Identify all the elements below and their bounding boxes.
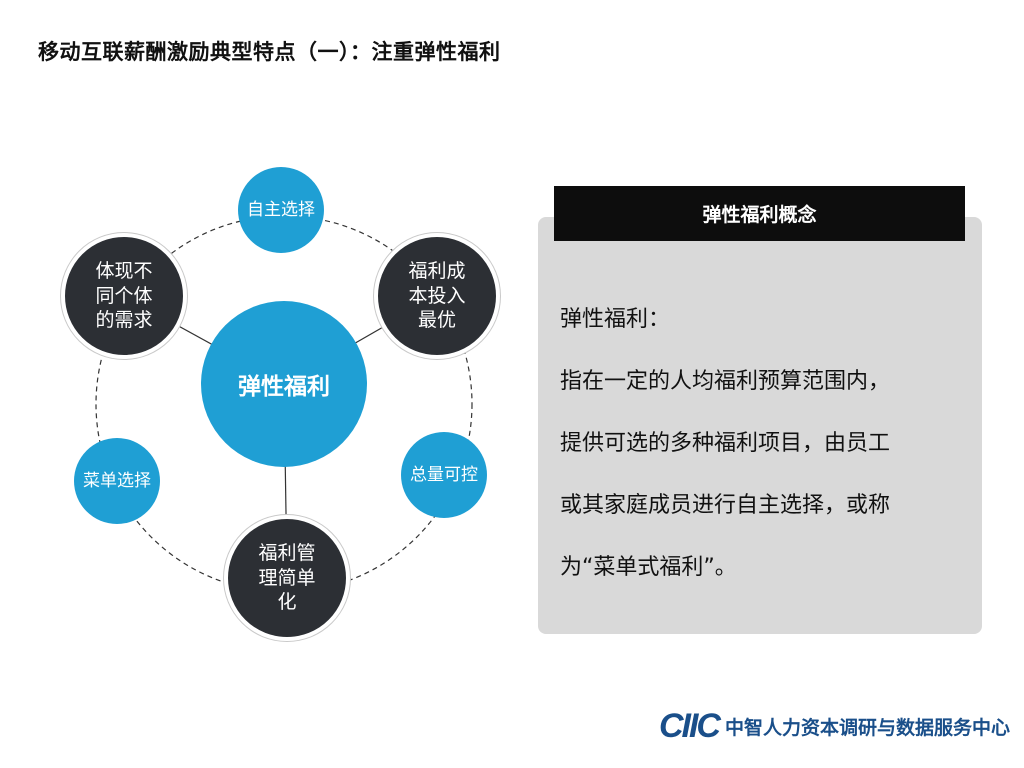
- concept-line: 为“菜单式福利”。: [560, 555, 737, 580]
- page-title: 移动互联薪酬激励典型特点（一）：注重弹性福利: [38, 40, 501, 64]
- node-simple-management: 福利管 理简单 化: [224, 515, 350, 641]
- logo-text: 中智人力资本调研与数据服务中心: [724, 717, 1010, 739]
- concept-line: 弹性福利：: [560, 307, 671, 332]
- concept-line: 或其家庭成员进行自主选择，或称: [560, 493, 891, 518]
- node-menu-selection: 菜单选择: [74, 438, 160, 524]
- node-cost-optimal: 福利成 本投入 最优: [374, 233, 500, 359]
- concept-line: 指在一定的人均福利预算范围内，: [560, 369, 891, 394]
- node-individual-needs: 体现不 同个体 的需求: [61, 233, 187, 359]
- node-center-flexible-benefits: 弹性福利: [201, 301, 367, 467]
- concept-line: 提供可选的多种福利项目，由员工: [560, 431, 891, 456]
- concept-header: 弹性福利概念: [554, 186, 965, 241]
- ciic-logo-mark: CIIC: [658, 707, 721, 745]
- concept-panel: 弹性福利： 指在一定的人均福利预算范围内， 提供可选的多种福利项目，由员工 或其…: [538, 217, 982, 634]
- node-total-controllable: 总量可控: [401, 432, 487, 518]
- footer-logo: CIIC 中智人力资本调研与数据服务中心: [659, 707, 1010, 746]
- node-self-selection: 自主选择: [238, 167, 324, 253]
